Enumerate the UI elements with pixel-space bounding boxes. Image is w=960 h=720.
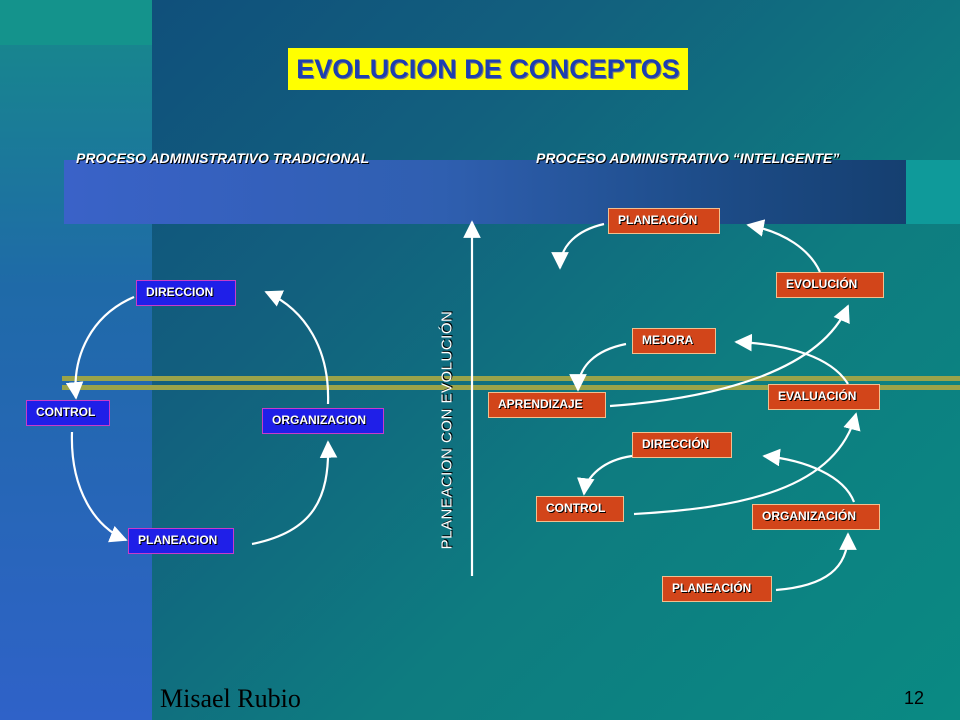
header-band-right (906, 160, 960, 224)
box-planeacion-bottom: PLANEACIÓN (662, 576, 772, 602)
box-aprendizaje: APRENDIZAJE (488, 392, 606, 418)
arrow-planeacion-to-organizacion (251, 440, 338, 546)
left-strip-top (0, 0, 152, 45)
arrow-aprendizaje-to-evolucion (609, 304, 850, 408)
slide-title: EVOLUCION DE CONCEPTOS (296, 53, 680, 84)
box-mejora: MEJORA (632, 328, 716, 354)
left-strip (0, 0, 152, 720)
author-name: Misael Rubio (160, 684, 301, 713)
arrow-planeacion-top-loop (551, 222, 605, 270)
box-evaluacion: EVALUACIÓN (768, 384, 880, 410)
arrow-evaluacion-to-mejora (734, 333, 849, 385)
box-evolucion: EVOLUCIÓN (776, 272, 884, 298)
page-number: 12 (904, 688, 925, 708)
axis-label: PLANEACION CON EVOLUCIÓN (438, 310, 456, 550)
arrow-control-to-planeacion (70, 431, 128, 543)
arrow-planeacion-bottom-to-organizacion (775, 532, 857, 592)
box-direccion: DIRECCION (136, 280, 236, 306)
arrow-organizacion-to-direccion (762, 448, 856, 503)
subtitle-traditional: PROCESO ADMINISTRATIVO TRADICIONAL (76, 150, 370, 166)
divider-line-top (62, 376, 960, 381)
divider-line-bottom (62, 385, 960, 390)
box-organizacion-intel: ORGANIZACIÓN (752, 504, 880, 530)
box-control: CONTROL (26, 400, 110, 426)
box-planeacion: PLANEACION (128, 528, 234, 554)
box-direccion-intel: DIRECCIÓN (632, 432, 732, 458)
box-organizacion: ORGANIZACION (262, 408, 384, 434)
arrow-direccion-loop (577, 454, 633, 496)
box-planeacion-top: PLANEACIÓN (608, 208, 720, 234)
arrow-evolucion-to-planeacion (746, 219, 822, 273)
arrow-mejora-loop (569, 342, 627, 392)
arrow-organizacion-to-direccion (264, 290, 330, 405)
header-band (64, 160, 906, 224)
arrow-direccion-to-control (65, 295, 135, 400)
title-box: EVOLUCION DE CONCEPTOS (288, 48, 688, 90)
subtitle-intelligent: PROCESO ADMINISTRATIVO “INTELIGENTE” (536, 150, 840, 166)
arrow-control-to-evaluacion (633, 412, 861, 516)
box-control-intel: CONTROL (536, 496, 624, 522)
